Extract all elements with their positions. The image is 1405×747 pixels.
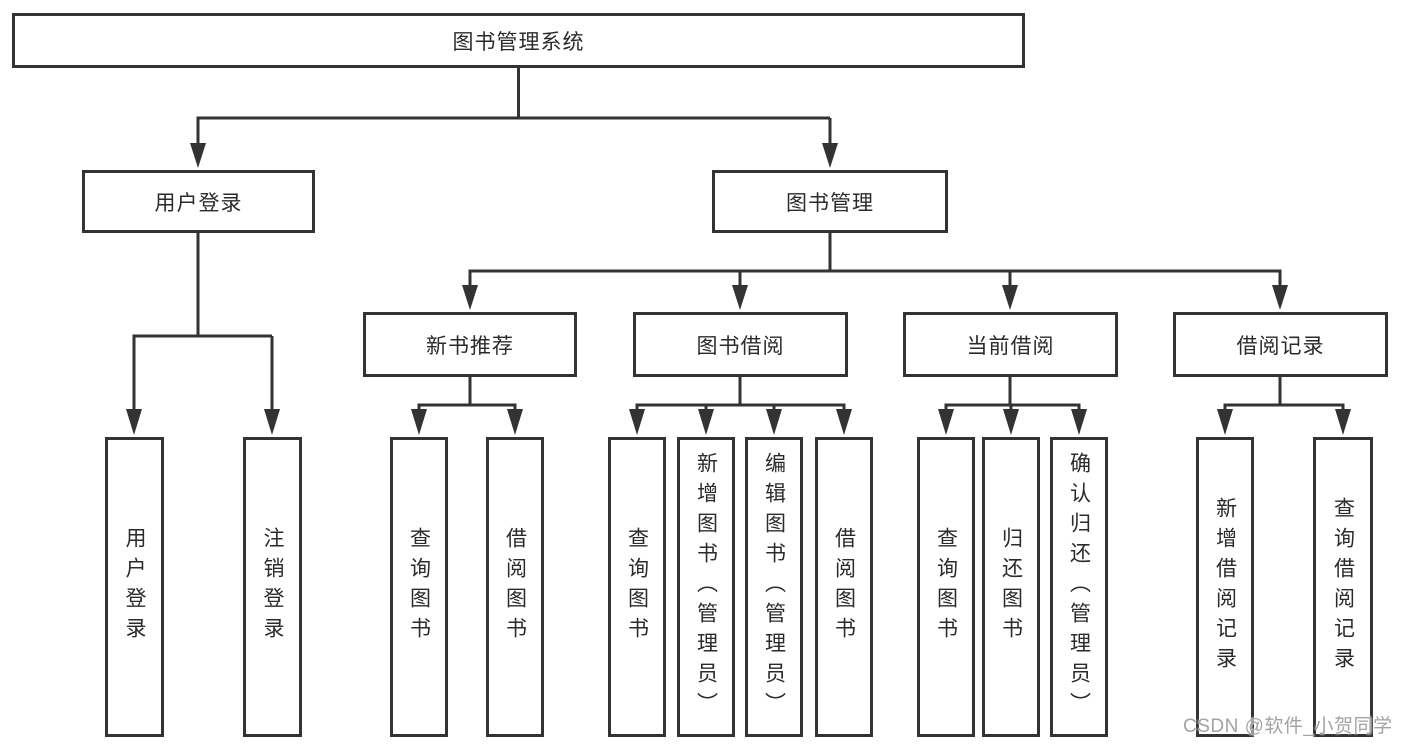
node-book-borrow: 图书借阅 [633,312,848,377]
csdn-watermark: CSDN @软件_小贺同学 [1183,716,1393,737]
leaf-add-borrow-record: 新增借阅记录 [1196,437,1254,737]
leaf-return-books: 归还图书 [982,437,1040,737]
node-current-borrow: 当前借阅 [903,312,1118,377]
leaf-query-books-borrow: 查询图书 [608,437,666,737]
leaf-add-books-admin: 新增图书（管理员） [677,437,735,737]
node-user-login-branch: 用户登录 [82,170,315,233]
leaf-confirm-return-admin: 确认归还（管理员） [1050,437,1108,737]
tree-edges [132,68,1345,412]
leaf-query-books-current: 查询图书 [917,437,975,737]
node-borrow-records: 借阅记录 [1173,312,1388,377]
leaf-user-login: 用户登录 [105,437,164,737]
leaf-edit-books-admin: 编辑图书（管理员） [745,437,803,737]
node-new-book-recommend: 新书推荐 [363,312,577,377]
arrowhead-icons [126,143,1351,435]
leaf-query-books-recommend: 查询图书 [390,437,448,737]
leaf-borrow-books: 借阅图书 [815,437,873,737]
node-book-management-branch: 图书管理 [712,170,948,233]
leaf-query-borrow-record: 查询借阅记录 [1313,437,1373,737]
leaf-borrow-books-recommend: 借阅图书 [486,437,544,737]
node-root-system: 图书管理系统 [12,13,1025,68]
leaf-logout: 注销登录 [243,437,302,737]
